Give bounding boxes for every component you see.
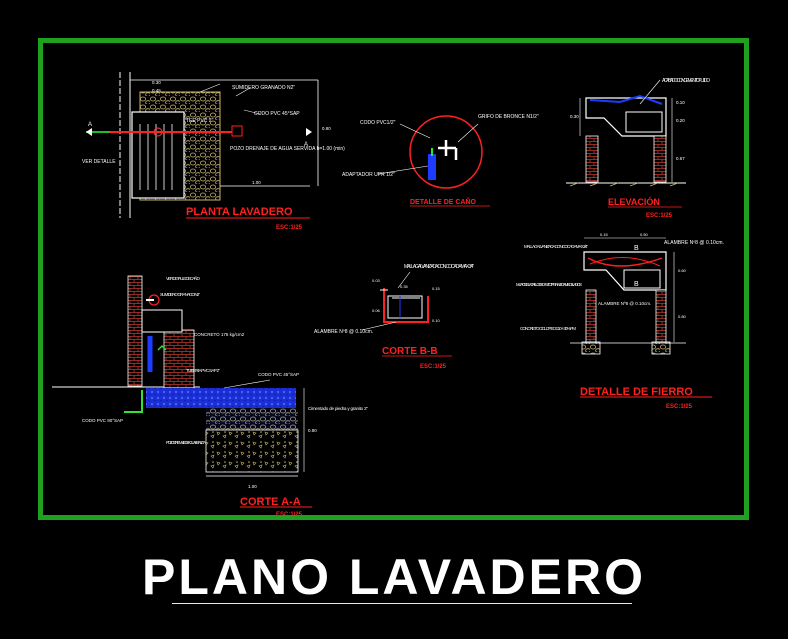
- fierro-dim-2: 0.50: [640, 232, 649, 237]
- fierro-dim-1: 0.15: [600, 232, 609, 237]
- corte-bb-dim-2: 0.35: [400, 284, 409, 289]
- corte-aa-note-5: CODO PVC 45°SAP: [258, 372, 299, 377]
- corte-aa-note-4: TUBERIA PVC SAP 2": [186, 368, 220, 373]
- corte-aa-note-2: SUMIDERO GRANADO N2": [160, 292, 200, 297]
- corte-aa-note-3: CONCRETO 175 kg/cm2: [194, 332, 245, 337]
- corte-bb-scale: ESC:1/25: [420, 364, 447, 370]
- cano-note-3: ADAPTADOR UPR 1/2": [342, 172, 395, 178]
- fierro-title: DETALLE DE FIERRO: [580, 386, 693, 398]
- elevacion-dim-4: 0.67: [676, 156, 685, 161]
- planta-dim-2: 0.45: [152, 88, 161, 93]
- planta-note-4: POZO DRENAJE DE AGUA SERVIDA h=1.00 (min…: [230, 146, 345, 152]
- elevacion-dim-3: 0.30: [570, 114, 579, 119]
- elevacion-note-1: ACABADO CON CEMENTO PULIDO: [662, 78, 710, 84]
- planta-note-2: CODO PVC 45°SAP: [254, 111, 300, 117]
- elevacion-drawing: [566, 79, 686, 187]
- fierro-dim-4: 0.80: [678, 314, 687, 319]
- elevacion-dim-1: 0.10: [676, 100, 685, 105]
- planta-section-mark-right: A: [304, 142, 308, 148]
- corte-bb-note-2: ALAMBRE Nº8 @ 0.10cm.: [314, 329, 373, 335]
- cano-note-2: GRIFO DE BRONCE N1/2": [478, 114, 539, 120]
- corte-bb-dim-4: 0.10: [432, 318, 441, 323]
- fierro-section-mark-bottom: B: [634, 281, 639, 288]
- corte-aa-dim-1: 1.00: [248, 484, 257, 489]
- elevacion-scale: ESC:1/25: [646, 213, 673, 219]
- fierro-section-mark-top: B: [634, 245, 639, 252]
- fierro-scale: ESC:1/25: [666, 404, 693, 410]
- drawing-frame: [38, 38, 749, 520]
- planta-dim-4: 0.80: [322, 126, 331, 131]
- title-underline: [172, 603, 632, 604]
- planta-note-1: SUMIDERO GRANADO N2": [232, 85, 295, 91]
- plan-title: PLANO LAVADERO: [141, 549, 647, 605]
- corte-aa-note-6: CODO PVC 90°SAP: [82, 418, 123, 423]
- detalle-fierro-drawing: [570, 237, 686, 355]
- corte-bb-title: CORTE B-B: [382, 346, 438, 357]
- corte-bb-dim-3: 0.15: [432, 286, 441, 291]
- planta-lavadero-drawing: [86, 72, 319, 218]
- fierro-dim-3: 0.60: [678, 268, 687, 273]
- planta-note-5: VER DETALLE: [82, 159, 116, 165]
- fierro-note-5: CONCRETO CICLOPEO 1:10 + 30% PM: [520, 326, 576, 331]
- fierro-note-2: ALAMBRE Nº8 @ 0.10cm.: [664, 240, 724, 246]
- fierro-note-1: MALLA GALVANIZADA CON COCADA MAX.3/4": [524, 244, 588, 249]
- corte-aa-drawing: [52, 275, 305, 477]
- planta-dim-3: 1.00: [252, 180, 261, 185]
- planta-dim-1: 0.30: [152, 80, 161, 85]
- corte-bb-drawing: [361, 271, 429, 331]
- cano-note-1: CODO PVC1/2": [360, 120, 396, 126]
- elevacion-title: ELEVACIÓN: [608, 196, 660, 207]
- elevacion-dim-2: 0.20: [676, 118, 685, 123]
- corte-bb-dim-5: 0.06: [372, 308, 381, 313]
- corte-bb-dim-1: 0.03: [372, 278, 381, 283]
- fierro-note-4: ALAMBRE Nº8 @ 0.10cm.: [598, 301, 651, 306]
- corte-aa-note-7: POZO DRENAJE DE AGUA SERVIDA: [166, 440, 206, 445]
- fierro-note-3: MURO DE LADRILLO DE CANTO TARRAJEO AMBOS…: [516, 282, 582, 287]
- corte-aa-dim-2: 0.80: [308, 428, 317, 433]
- corte-aa-title: CORTE A-A: [240, 496, 301, 508]
- detalle-cano-drawing: [377, 115, 483, 189]
- corte-aa-note-8: Cimentado de piedra y granito 2": [308, 406, 368, 411]
- corte-bb-note-1: MALLA GALVANIZADA CON COCADA MAX.3/4": [404, 264, 474, 270]
- planta-title: PLANTA LAVADERO: [186, 206, 293, 218]
- corte-aa-scale: ESC:1/25: [276, 512, 303, 518]
- corte-aa-note-1: VER DETALLE DE CAÑO: [166, 275, 200, 281]
- cano-title: DETALLE DE CAÑO: [410, 197, 477, 206]
- planta-note-3: TEE PVC 2": [186, 118, 214, 124]
- planta-scale: ESC:1/25: [276, 225, 303, 231]
- planta-section-mark-left: A: [88, 122, 92, 128]
